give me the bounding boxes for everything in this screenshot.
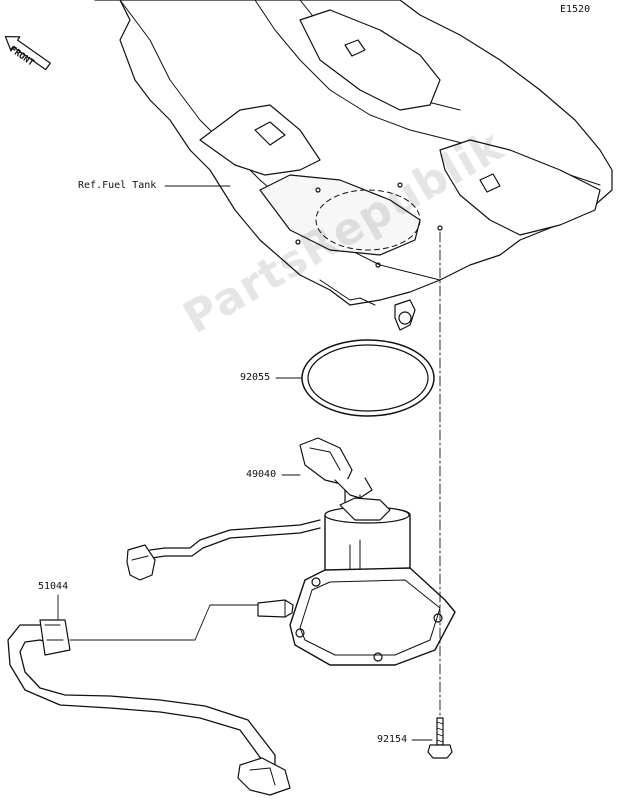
callout-ref-fuel-tank[interactable]: Ref.Fuel Tank [78,180,157,191]
bolt-92154-drawing [427,717,453,759]
callout-49040[interactable]: 49040 [246,469,277,480]
leader-lines [57,185,433,741]
fuel-pump-49040-drawing [257,437,456,666]
callout-51044[interactable]: 51044 [38,581,69,592]
front-arrow-icon [4,35,51,71]
callout-92055[interactable]: 92055 [240,372,271,383]
diagram-code-label: E1520 [560,4,591,15]
fuel-tank-drawing [94,0,613,331]
o-ring-92055-drawing [301,339,435,417]
fuel-hose-51044-drawing [7,619,291,796]
callout-92154[interactable]: 92154 [377,734,408,745]
wire-harness-drawing [126,519,321,581]
